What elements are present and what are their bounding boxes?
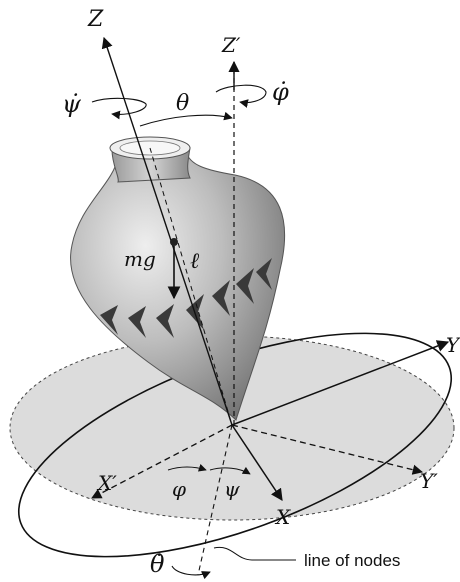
line-of-nodes-leader bbox=[213, 546, 296, 561]
phi-dot-rotation-arc bbox=[215, 84, 267, 108]
y-axis-line bbox=[231, 340, 450, 426]
y-prime-axis-line bbox=[231, 424, 424, 475]
label-x-axis: X bbox=[274, 505, 291, 529]
label-mg: mg bbox=[124, 247, 156, 271]
x-axis-line bbox=[231, 424, 283, 501]
z-axis-line bbox=[101, 36, 233, 426]
psi-dot-rotation-arc bbox=[91, 97, 147, 120]
label-psi-dot: ψ̇ bbox=[62, 90, 82, 118]
line-of-nodes bbox=[197, 424, 233, 576]
label-psi: ψ bbox=[224, 477, 240, 501]
theta-angle-arc bbox=[139, 111, 233, 127]
body-chevrons bbox=[100, 258, 272, 338]
theta-dot-rotation-arc bbox=[171, 565, 211, 580]
label-theta: θ bbox=[176, 91, 189, 116]
label-theta-dot: θ̇ bbox=[150, 550, 165, 578]
top-body bbox=[70, 151, 286, 421]
label-z-prime-axis: Z′ bbox=[221, 33, 241, 57]
label-x-prime-axis: X′ bbox=[96, 471, 117, 495]
psi-angle-arc bbox=[209, 466, 251, 475]
label-ell: ℓ bbox=[190, 249, 200, 274]
x-prime-axis-line bbox=[91, 424, 233, 499]
label-y-axis: Y bbox=[446, 333, 460, 357]
label-y-prime-axis: Y′ bbox=[420, 469, 438, 493]
label-phi: φ bbox=[172, 477, 186, 501]
label-phi-dot: φ̇ bbox=[272, 78, 289, 106]
phi-angle-arc bbox=[167, 463, 207, 472]
label-line-of-nodes: line of nodes bbox=[304, 551, 400, 570]
label-z-axis: Z bbox=[87, 7, 104, 32]
center-of-mass-dot bbox=[170, 238, 178, 246]
z-axis-dashed-inside bbox=[149, 147, 233, 426]
